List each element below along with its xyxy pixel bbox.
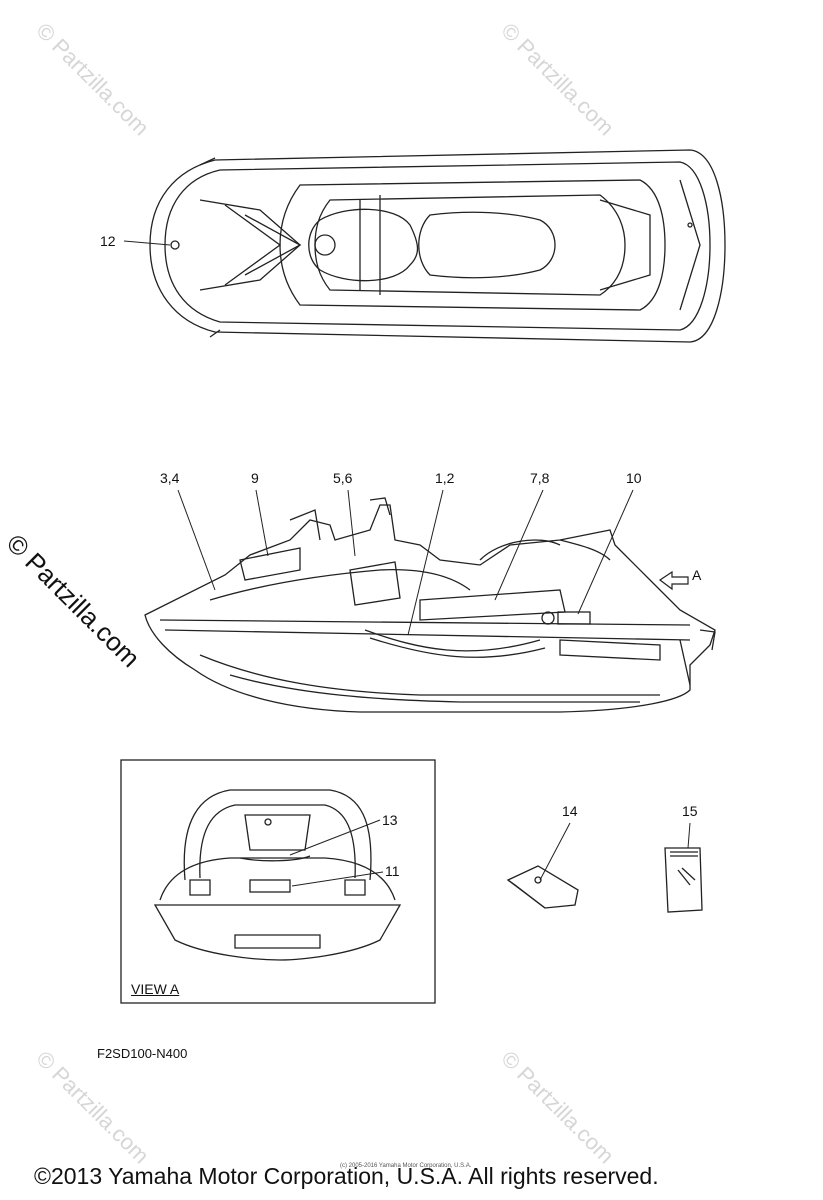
- view-a-arrow: A: [658, 567, 702, 591]
- callout-14: 14: [539, 803, 578, 881]
- callout-12: 12: [100, 233, 171, 249]
- watermark-top-right: © Partzilla.com: [496, 18, 619, 141]
- callout-13: 13: [289, 812, 398, 856]
- item-14-pouch: [506, 865, 579, 909]
- svg-text:15: 15: [682, 803, 698, 819]
- small-copyright: (c) 2005-2016 Yamaha Motor Corporation, …: [340, 1163, 472, 1169]
- callout-7-8: 7,8: [494, 470, 550, 601]
- side-view-hull: [144, 497, 716, 713]
- svg-text:5,6: 5,6: [333, 470, 353, 486]
- svg-text:7,8: 7,8: [530, 470, 550, 486]
- svg-text:© Partzilla.com: © Partzilla.com: [31, 18, 154, 141]
- callout-11: 11: [291, 863, 400, 887]
- svg-text:14: 14: [562, 803, 578, 819]
- item-15-sheet: [664, 847, 703, 913]
- svg-text:© Partzilla.com: © Partzilla.com: [31, 1046, 154, 1169]
- callout-3-4: 3,4: [160, 470, 216, 591]
- svg-text:10: 10: [626, 470, 642, 486]
- svg-text:9: 9: [251, 470, 259, 486]
- callout-15: 15: [682, 803, 698, 849]
- callout-9: 9: [251, 470, 269, 557]
- copyright-notice: ©2013 Yamaha Motor Corporation, U.S.A. A…: [34, 1163, 659, 1189]
- watermark-bottom-left: © Partzilla.com: [31, 1046, 154, 1169]
- view-a-label: VIEW A: [131, 981, 180, 997]
- svg-text:1,2: 1,2: [435, 470, 455, 486]
- svg-text:© Partzilla.com: © Partzilla.com: [496, 1046, 619, 1169]
- watermark-bottom-right: © Partzilla.com: [496, 1046, 619, 1169]
- watermark-top-left: © Partzilla.com: [31, 18, 154, 141]
- svg-text:A: A: [692, 567, 702, 583]
- rear-view-hull: [153, 789, 402, 961]
- svg-text:12: 12: [100, 233, 116, 249]
- view-a-frame: [120, 759, 436, 1004]
- svg-text:13: 13: [382, 812, 398, 828]
- svg-text:3,4: 3,4: [160, 470, 180, 486]
- callout-10: 10: [577, 470, 642, 615]
- top-view-hull: [149, 149, 726, 343]
- callout-1-2: 1,2: [407, 470, 455, 636]
- svg-text:© Partzilla.com: © Partzilla.com: [496, 18, 619, 141]
- part-code: F2SD100-N400: [97, 1046, 188, 1061]
- svg-text:11: 11: [385, 863, 400, 879]
- callout-5-6: 5,6: [333, 470, 356, 557]
